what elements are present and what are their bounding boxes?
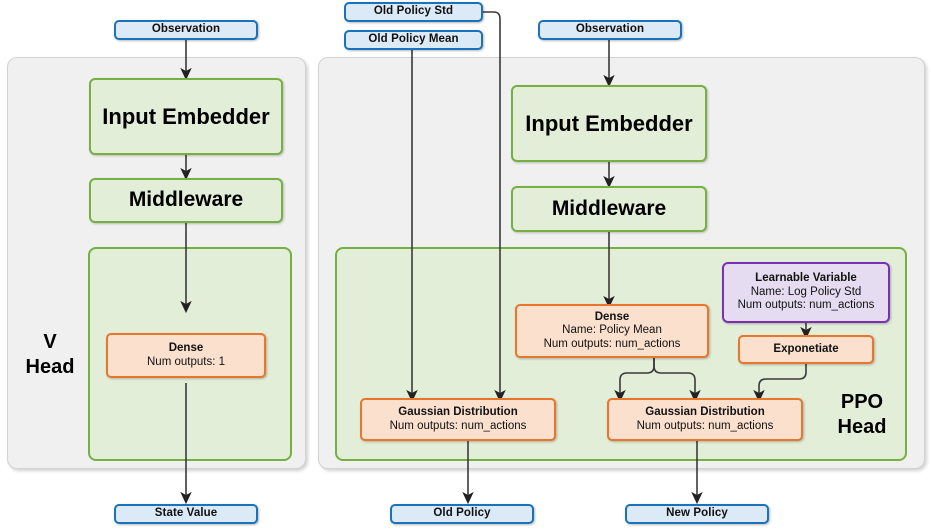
output-new-policy-label: New Policy: [666, 507, 728, 520]
ppo-learnable-variable[interactable]: Learnable Variable Name: Log Policy Std …: [722, 262, 890, 323]
ppo-middleware-label: Middleware: [551, 196, 667, 220]
v-input-embedder-label: Input Embedder: [102, 103, 270, 129]
ppo-dense-policy-mean[interactable]: Dense Name: Policy Mean Num outputs: num…: [515, 304, 709, 358]
output-new-policy[interactable]: New Policy: [625, 504, 769, 524]
output-old-policy-label: Old Policy: [433, 507, 491, 520]
output-state-value-label: State Value: [154, 507, 218, 520]
ppo-input-embedder[interactable]: Input Embedder: [511, 85, 707, 162]
v-dense-title: Dense: [168, 341, 204, 354]
v-dense-num-outputs: Num outputs: 1: [147, 355, 225, 368]
input-old-policy-std-label: Old Policy Std: [373, 5, 454, 18]
input-observation-ppo[interactable]: Observation: [538, 20, 682, 40]
v-middleware[interactable]: Middleware: [89, 178, 283, 223]
ppo-learnable-variable-num-outputs: Num outputs: num_actions: [737, 299, 875, 312]
ppo-input-embedder-label: Input Embedder: [525, 110, 693, 136]
ppo-gaussian-new-num-outputs: Num outputs: num_actions: [636, 419, 774, 432]
ppo-learnable-variable-name: Name: Log Policy Std: [750, 285, 862, 298]
v-dense[interactable]: Dense Num outputs: 1: [106, 333, 266, 378]
ppo-dense-title: Dense: [594, 310, 630, 323]
ppo-gaussian-new-title: Gaussian Distribution: [645, 405, 765, 418]
ppo-middleware[interactable]: Middleware: [511, 186, 707, 232]
ppo-gaussian-old-num-outputs: Num outputs: num_actions: [389, 419, 527, 432]
ppo-gaussian-new[interactable]: Gaussian Distribution Num outputs: num_a…: [607, 398, 803, 441]
ppo-head-label-line2: Head: [837, 416, 887, 438]
output-state-value[interactable]: State Value: [114, 504, 258, 524]
input-observation-v-label: Observation: [151, 23, 221, 36]
v-middleware-label: Middleware: [128, 188, 244, 212]
input-observation-ppo-label: Observation: [575, 23, 645, 36]
v-head-label-line2: Head: [25, 356, 75, 378]
input-old-policy-mean[interactable]: Old Policy Mean: [344, 30, 483, 50]
output-old-policy[interactable]: Old Policy: [390, 504, 534, 524]
ppo-exponetiate[interactable]: Exponetiate: [738, 335, 874, 364]
input-observation-v[interactable]: Observation: [114, 20, 258, 40]
ppo-head-label-line1: PPO: [840, 391, 884, 413]
ppo-gaussian-old[interactable]: Gaussian Distribution Num outputs: num_a…: [360, 398, 556, 441]
ppo-dense-name: Name: Policy Mean: [562, 324, 662, 337]
ppo-gaussian-old-title: Gaussian Distribution: [398, 405, 518, 418]
v-input-embedder[interactable]: Input Embedder: [89, 78, 283, 155]
ppo-head-label: PPO Head: [820, 390, 904, 440]
ppo-exponetiate-label: Exponetiate: [773, 342, 839, 355]
input-old-policy-std[interactable]: Old Policy Std: [344, 2, 483, 22]
v-head-label: V Head: [14, 330, 86, 380]
ppo-dense-num-outputs: Num outputs: num_actions: [543, 337, 681, 350]
input-old-policy-mean-label: Old Policy Mean: [368, 33, 459, 46]
v-head-label-line1: V: [43, 331, 57, 353]
ppo-learnable-variable-title: Learnable Variable: [755, 272, 857, 285]
